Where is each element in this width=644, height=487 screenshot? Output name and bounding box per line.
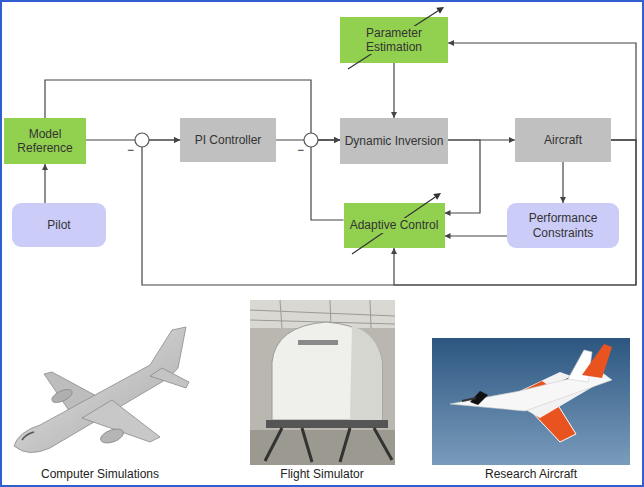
summing-junction [135, 133, 149, 147]
adaptive-slash-head [436, 7, 444, 14]
reference-box: Model Reference [4, 118, 86, 164]
constraint-box: Performance Constraints [507, 203, 619, 248]
box-label: Adaptive Control [349, 218, 440, 232]
research-aircraft-photo [432, 338, 630, 465]
cabin-shade [350, 326, 382, 420]
box-label: Dynamic Inversion [344, 134, 445, 148]
tail-fin [582, 344, 612, 378]
cabin-logo [298, 340, 338, 345]
signal-connector [445, 235, 508, 236]
canopy [462, 398, 476, 401]
signal-connector [311, 140, 344, 220]
adaptive-box: Adaptive Control [344, 203, 445, 248]
tail-plane [150, 368, 189, 388]
plant-box: Aircraft [515, 118, 611, 162]
signal-connector [393, 63, 394, 118]
adaptive-slash-head [433, 193, 441, 200]
airliner-render [14, 327, 189, 453]
box-label: Aircraft [543, 133, 583, 147]
caption: Flight Simulator [280, 467, 363, 481]
box-label: Parameter Estimation [343, 26, 445, 55]
signal-connector [445, 140, 481, 213]
inversion-box: Dynamic Inversion [340, 118, 448, 164]
box-label: Model Reference [7, 127, 83, 156]
fuselage [14, 327, 186, 453]
signal-connector [562, 162, 563, 203]
cockpit-window [22, 432, 34, 440]
controller-box: PI Controller [180, 118, 276, 162]
sky [432, 338, 630, 465]
flight-simulator-photo [250, 300, 395, 465]
engine [50, 387, 74, 405]
caption: Research Aircraft [485, 467, 577, 481]
estimator-box: Parameter Estimation [340, 17, 448, 63]
box-label: Pilot [46, 218, 71, 232]
engine [99, 426, 126, 445]
sign-label: − [127, 143, 134, 157]
motion-platform [266, 420, 388, 428]
signal-connector [44, 164, 45, 203]
summing-junction [135, 133, 318, 147]
box-label: Performance Constraints [510, 211, 616, 240]
hydraulic-legs [265, 428, 392, 462]
simulator-cabin [272, 322, 382, 420]
input-box: Pilot [12, 203, 106, 247]
caption: Computer Simulations [41, 467, 159, 481]
hangar-wall [250, 300, 395, 465]
summing-junction [304, 133, 318, 147]
box-label: PI Controller [194, 133, 263, 147]
sign-label: − [297, 143, 304, 157]
